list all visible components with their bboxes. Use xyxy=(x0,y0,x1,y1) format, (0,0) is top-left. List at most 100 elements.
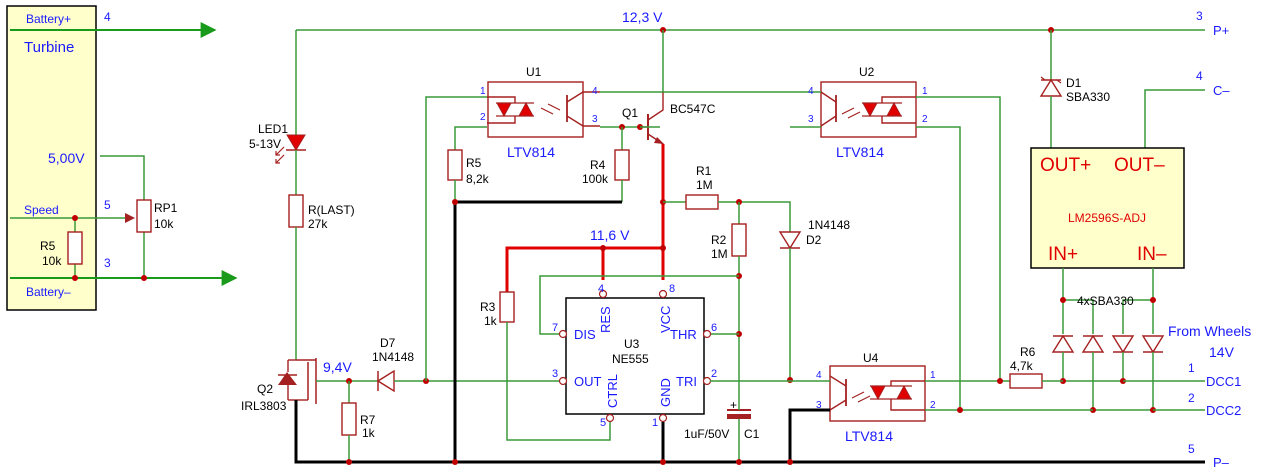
battery-minus-label: Battery– xyxy=(26,285,71,299)
u3-res: RES xyxy=(598,306,613,333)
r2-value: 1M xyxy=(711,247,728,261)
u3-tri: TRI xyxy=(676,374,697,389)
led1-symbol xyxy=(286,134,306,151)
r3-name: R3 xyxy=(480,300,496,314)
turbine-r5-resistor xyxy=(67,231,83,265)
reg-out-plus: OUT+ xyxy=(1040,155,1091,176)
d7-value: 1N4148 xyxy=(372,350,414,364)
reg-name: LM2596S-ADJ xyxy=(1068,211,1146,225)
d1-diode xyxy=(1039,78,1063,97)
r7-resistor xyxy=(341,402,357,436)
u3-dis: DIS xyxy=(574,327,596,342)
u3-res-n: 4 xyxy=(598,283,604,295)
bridge-label: 4xSBA330 xyxy=(1077,294,1134,308)
r5-name: R5 xyxy=(466,156,482,170)
bridge-rectifier: 4xSBA330 xyxy=(1051,268,1165,413)
turbine-pin-5: 5 xyxy=(104,198,111,212)
d2-name: D2 xyxy=(806,233,822,247)
lm2596-box xyxy=(1030,147,1185,269)
turbine-title: Turbine xyxy=(24,39,74,56)
conn-dcc1-pin: 1 xyxy=(1188,361,1195,375)
u3-out-n: 3 xyxy=(552,368,558,380)
rlast-name: R(LAST) xyxy=(308,203,355,217)
r3-value: 1k xyxy=(484,314,498,328)
r6-name: R6 xyxy=(1020,345,1036,359)
ground-bus xyxy=(294,199,1205,465)
u2-name: U2 xyxy=(859,65,875,79)
conn-dcc1: DCC1 xyxy=(1206,374,1241,389)
u1-pin2: 2 xyxy=(480,112,486,123)
turbine-block: Battery+ Turbine 5,00V Speed Battery– 4 … xyxy=(6,5,238,311)
rail-9v-label: 9,4V xyxy=(323,359,352,375)
u3-dis-n: 7 xyxy=(552,322,558,334)
bridge-diode-2 xyxy=(1081,334,1105,353)
u1-pin1: 1 xyxy=(480,86,486,97)
u2-pin3: 3 xyxy=(808,114,814,125)
u4-optocoupler xyxy=(788,365,926,462)
u3-vcc: VCC xyxy=(658,306,673,333)
u3-vcc-n: 8 xyxy=(669,283,675,295)
u4-pin2: 2 xyxy=(930,400,936,411)
bridge-diode-4 xyxy=(1141,335,1165,354)
r6-resistor xyxy=(1009,373,1043,389)
r3-network: R3 1k xyxy=(480,291,611,441)
regulator-block: D1 SBA330 OUT+ OUT– LM2596S-ADJ IN+ IN– xyxy=(1030,30,1205,269)
r5-resistor xyxy=(447,149,463,181)
d1-value: SBA330 xyxy=(1066,90,1110,104)
u4-pin3: 3 xyxy=(816,400,822,411)
u1-pin4: 4 xyxy=(592,86,598,97)
rail-12v: 12,3 V xyxy=(296,9,1205,33)
c1-plus: + xyxy=(730,398,737,412)
u2-type: LTV814 xyxy=(836,144,884,160)
u4-type: LTV814 xyxy=(845,428,893,444)
r2-resistor xyxy=(731,223,747,257)
connectors: 3 P+ 4 C– 1 DCC1 2 DCC2 5 P– xyxy=(1188,9,1241,470)
r1-name: R1 xyxy=(696,164,712,178)
d2-diode xyxy=(778,231,802,250)
r3-resistor xyxy=(499,291,515,323)
u4-name: U4 xyxy=(863,351,879,365)
rlast-value: 27k xyxy=(308,217,328,231)
turbine-pin-3: 3 xyxy=(104,256,111,270)
d1-name: D1 xyxy=(1066,76,1082,90)
turbine-pin-4: 4 xyxy=(104,10,111,24)
u3-out: OUT xyxy=(574,374,602,389)
c1-value: 1uF/50V xyxy=(684,427,729,441)
conn-p-plus-pin: 3 xyxy=(1196,9,1203,23)
rlast-resistor xyxy=(288,194,304,228)
u1-pin3: 3 xyxy=(592,114,598,125)
u3-thr-n: 6 xyxy=(711,322,717,334)
q2-name: Q2 xyxy=(257,382,273,396)
turbine-r5-value: 10k xyxy=(42,254,62,268)
r2-name: R2 xyxy=(711,233,727,247)
u3-name: U3 xyxy=(624,337,640,351)
conn-c-minus: C– xyxy=(1213,83,1230,98)
led1-value: 5-13V xyxy=(249,137,281,151)
u1-name: U1 xyxy=(526,65,542,79)
u1-type: LTV814 xyxy=(507,144,555,160)
turbine-voltage: 5,00V xyxy=(48,150,85,166)
reg-out-minus: OUT– xyxy=(1114,155,1165,176)
u4-pin4: 4 xyxy=(816,370,822,381)
rail-11v: 11,6 V xyxy=(505,144,666,292)
u1-optocoupler xyxy=(487,81,600,138)
u3-tri-n: 2 xyxy=(711,368,717,380)
d2-value: 1N4148 xyxy=(808,218,850,232)
wheels-line1: From Wheels xyxy=(1168,323,1251,339)
q1-stage: R5 8,2k R4 100k Q1 BC547C xyxy=(447,30,716,202)
conn-c-minus-pin: 4 xyxy=(1196,69,1203,83)
q1-value: BC547C xyxy=(670,102,716,116)
r4-name: R4 xyxy=(590,158,606,172)
turbine-r5-name: R5 xyxy=(40,239,56,253)
dcc-lines: R6 4,7k From Wheels 14V xyxy=(925,323,1251,413)
d7-diode xyxy=(376,369,395,393)
conn-p-minus: P– xyxy=(1213,455,1230,470)
timing-network: R1 1M R2 1M 1N4148 D2 + 1uF/50V C1 xyxy=(539,164,850,462)
u4-pin1: 1 xyxy=(930,370,936,381)
u2-pin2: 2 xyxy=(922,114,928,125)
u3-gnd-n: 1 xyxy=(652,417,658,429)
conn-p-plus: P+ xyxy=(1213,23,1229,38)
c1-name: C1 xyxy=(744,427,760,441)
reg-in-plus: IN+ xyxy=(1048,244,1078,265)
